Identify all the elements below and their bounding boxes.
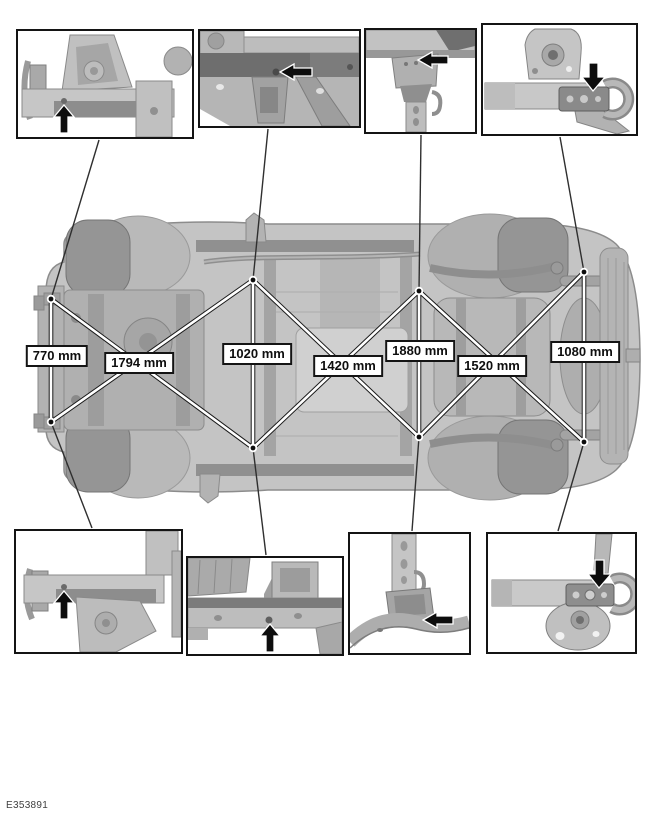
dimension-label-mid-front-width: 1020 mm [222, 343, 292, 365]
measuring-point-arrow-up-icon [52, 103, 76, 134]
dimension-label-rear-diagonal: 1520 mm [457, 355, 527, 377]
detail-callout-top-1 [16, 29, 194, 139]
tow-tab [625, 348, 641, 363]
measuring-point-arrow-up-icon [52, 589, 76, 620]
measuring-point-arrow-left-icon [421, 610, 454, 630]
measuring-point-arrow-down-icon [580, 62, 607, 93]
measuring-point-arrow-left-icon [416, 50, 449, 70]
dimension-label-rear-width: 1080 mm [550, 341, 620, 363]
figure-id: E353891 [6, 800, 49, 811]
measuring-point-arrow-down-icon [586, 559, 613, 590]
detail-callout-top-2 [198, 29, 361, 128]
dimension-label-mid-rear-width: 1880 mm [385, 340, 455, 362]
dimension-label-mid-diagonal: 1420 mm [313, 355, 383, 377]
detail-callout-top-3 [364, 28, 477, 134]
detail-callout-bottom-4 [486, 532, 637, 654]
measuring-point-arrow-up-icon [258, 622, 282, 653]
detail-callout-top-4 [481, 23, 638, 136]
reference-point-dots [46, 267, 589, 453]
dimension-label-front-diagonal: 1794 mm [104, 352, 174, 374]
detail-callout-bottom-3 [348, 532, 471, 655]
detail-callout-bottom-1 [14, 529, 183, 654]
detail-callout-bottom-2 [186, 556, 344, 656]
measurement-lines [48, 269, 587, 451]
leader-lines [50, 128, 585, 556]
dimension-label-front-width: 770 mm [25, 345, 89, 367]
measuring-point-arrow-left-icon [278, 62, 313, 82]
